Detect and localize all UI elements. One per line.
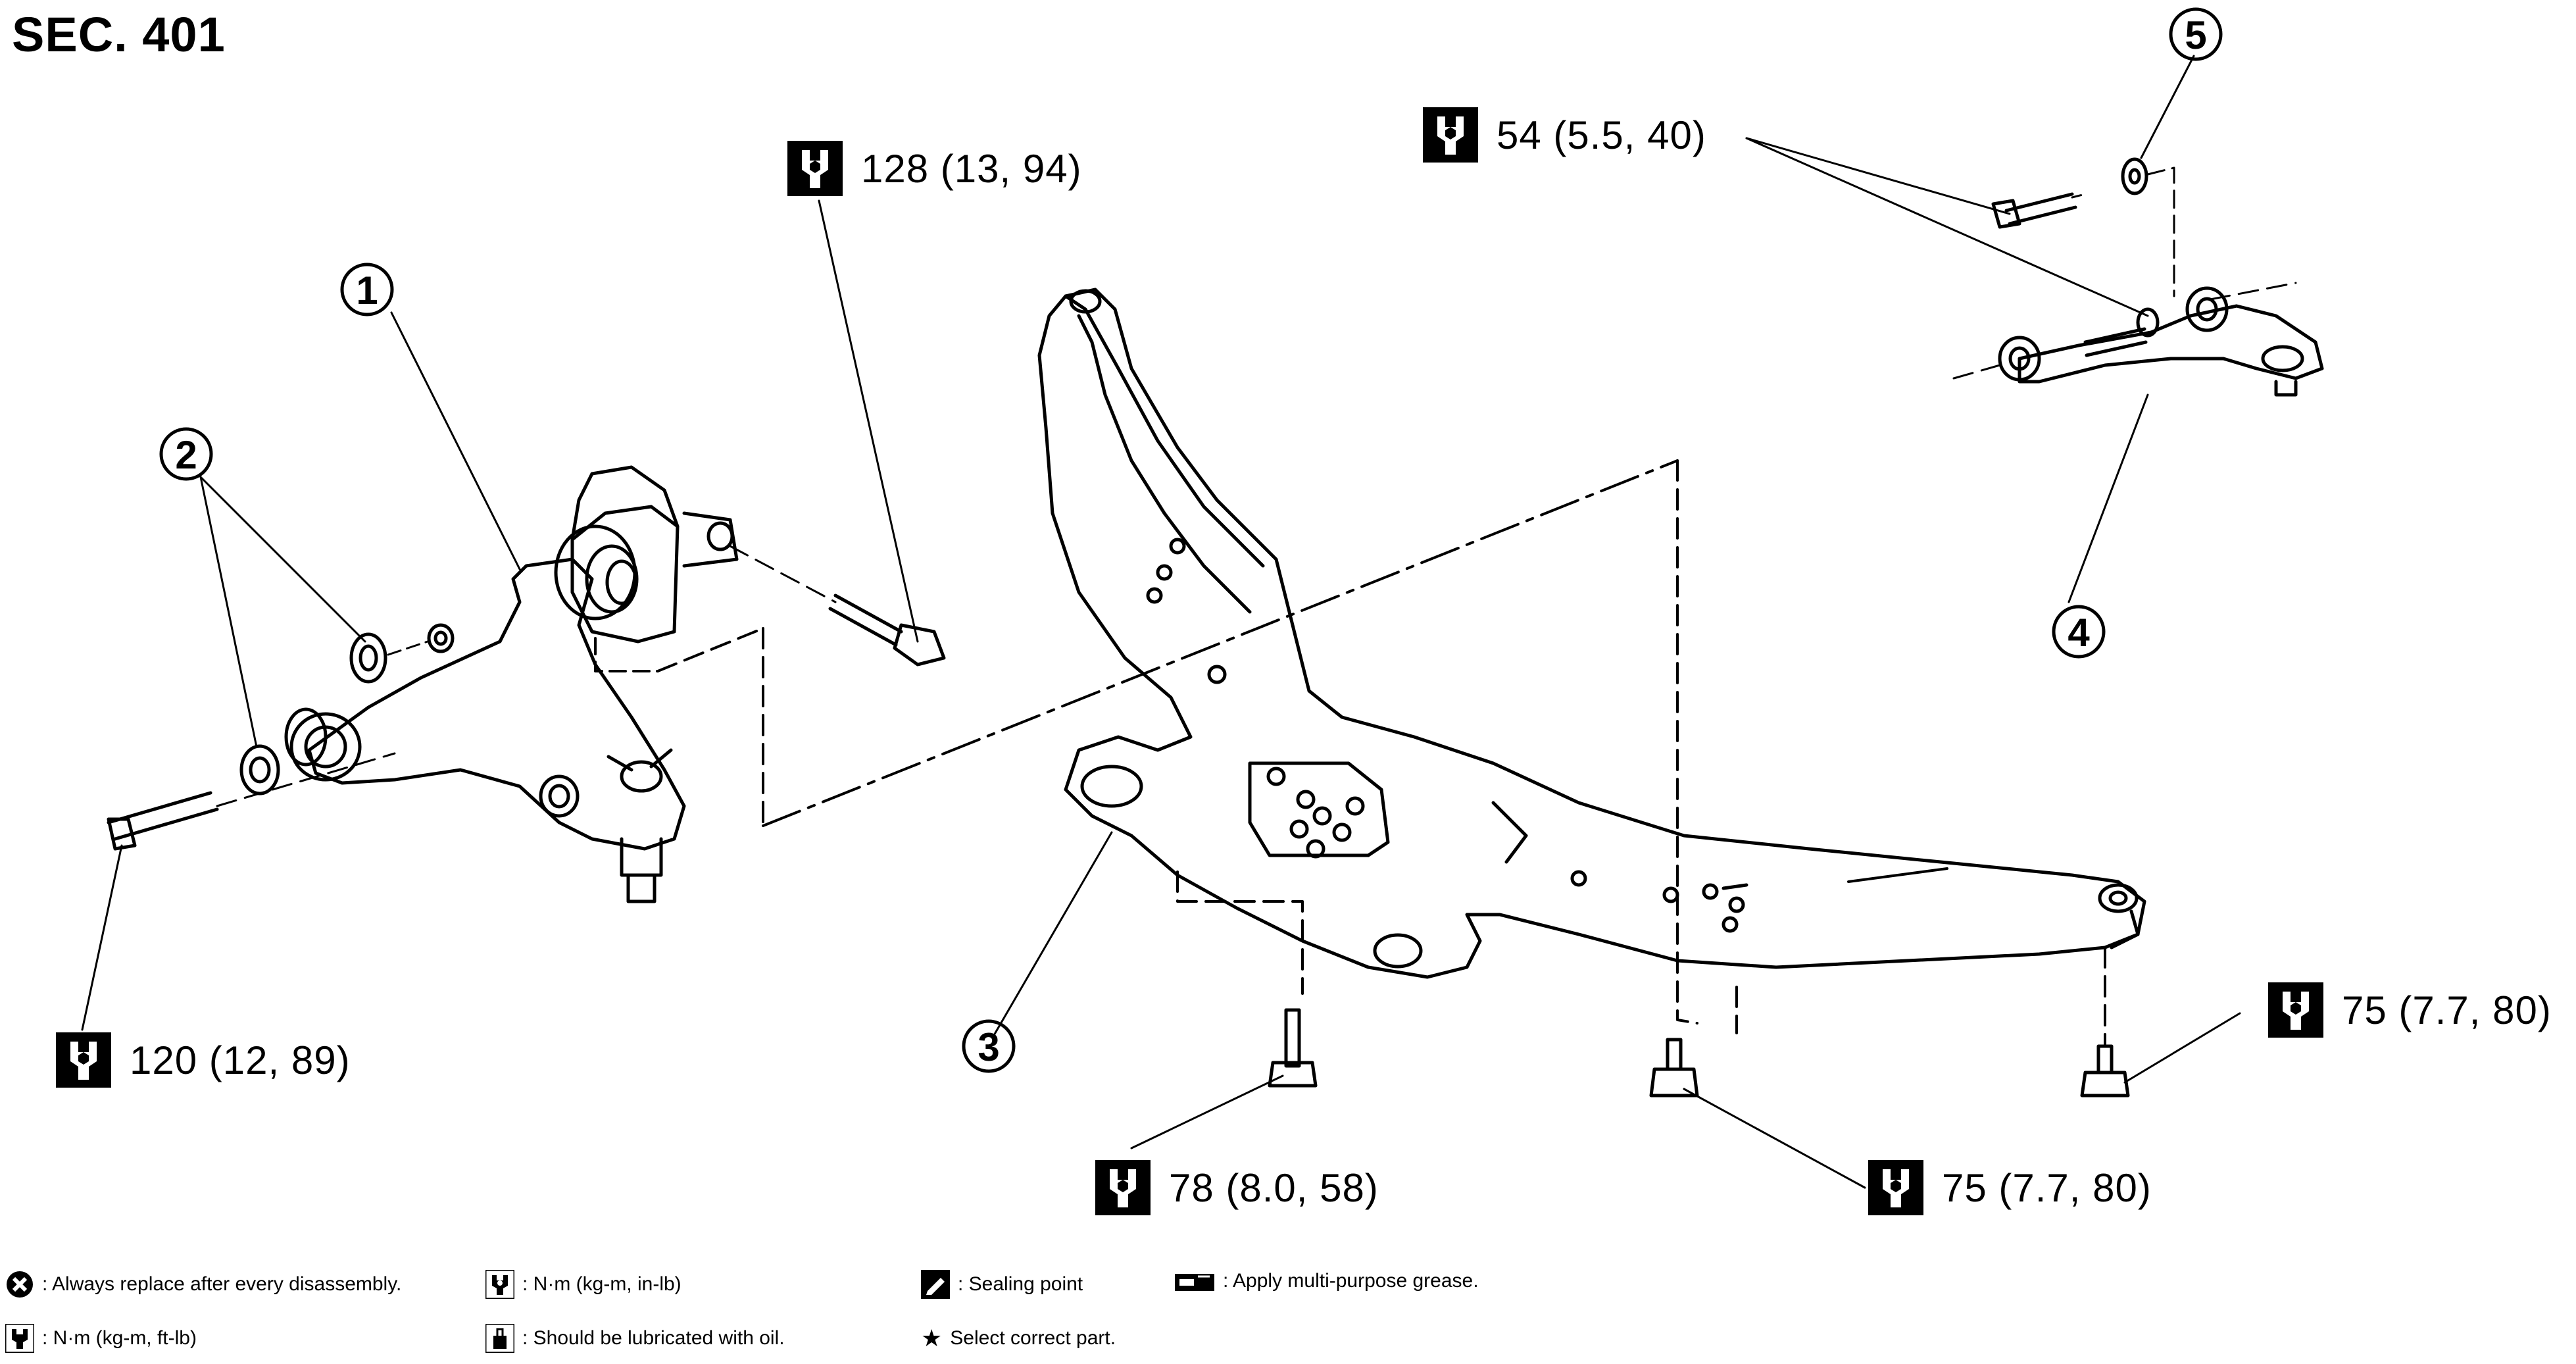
legend-nm-ftlb-text: : N·m (kg-m, ft-lb) (42, 1327, 197, 1349)
member-bolts (1268, 1008, 2130, 1098)
torque-value: 120 (12, 89) (130, 1038, 351, 1082)
oil-can-icon (485, 1324, 514, 1353)
legend-nm-inlb-text: : N·m (kg-m, in-lb) (522, 1273, 681, 1295)
legend-sealing: : Sealing point (921, 1270, 1083, 1299)
legend-oil-text: : Should be lubricated with oil. (522, 1327, 785, 1349)
legend-replace-text: : Always replace after every disassembly… (42, 1273, 402, 1295)
callout-2: 2 (175, 433, 197, 477)
torque-label-78: 78 (8.0, 58) (1095, 1160, 1379, 1215)
section-title: SEC. 401 (12, 7, 226, 62)
legend-replace: : Always replace after every disassembly… (5, 1270, 401, 1299)
grease-icon (1175, 1274, 1214, 1291)
callout-4: 4 (2068, 611, 2090, 655)
suspension-member (1037, 288, 2146, 1048)
legend-select-text: Select correct part. (950, 1327, 1116, 1349)
torque-label-120: 120 (12, 89) (56, 1032, 351, 1088)
rear-bolt (729, 545, 946, 667)
torque-wrench-icon (1868, 1160, 1923, 1215)
legend-nm-ftlb: : N·m (kg-m, ft-lb) (5, 1324, 197, 1353)
upper-link (1952, 157, 2324, 397)
replace-icon (7, 1271, 33, 1298)
front-bolt-washers (107, 623, 455, 851)
legend-grease-text: : Apply multi-purpose grease. (1223, 1270, 1479, 1292)
callout-circles (159, 7, 2223, 1073)
legend-grease: : Apply multi-purpose grease. (1174, 1270, 1479, 1292)
torque-wrench-icon (1095, 1160, 1151, 1215)
legend-oil: : Should be lubricated with oil. (485, 1324, 785, 1353)
callout-5: 5 (2185, 13, 2206, 57)
torque-label-128: 128 (13, 94) (787, 141, 1082, 196)
leader-lines (81, 55, 2241, 1189)
torque-wrench-icon (2268, 982, 2323, 1038)
lower-link (284, 465, 739, 903)
legend-sealing-text: : Sealing point (958, 1273, 1083, 1295)
legend-select: ★ Select correct part. (921, 1324, 1116, 1353)
callout-3: 3 (978, 1025, 999, 1069)
torque-value: 128 (13, 94) (861, 146, 1082, 191)
torque-wrench-inlb-icon (485, 1270, 514, 1299)
torque-wrench-icon (5, 1324, 34, 1353)
torque-wrench-icon (1423, 107, 1478, 163)
sealing-point-icon (921, 1270, 950, 1299)
torque-value: 54 (5.5, 40) (1497, 113, 1706, 157)
torque-wrench-icon (787, 141, 843, 196)
legend-nm-inlb: : N·m (kg-m, in-lb) (485, 1270, 681, 1299)
callout-1: 1 (356, 268, 378, 313)
torque-label-75-right: 75 (7.7, 80) (2268, 982, 2552, 1038)
torque-label-75-center: 75 (7.7, 80) (1868, 1160, 2152, 1215)
star-icon: ★ (921, 1325, 943, 1351)
torque-value: 75 (7.7, 80) (1942, 1165, 2152, 1210)
torque-value: 78 (8.0, 58) (1169, 1165, 1379, 1210)
torque-wrench-icon (56, 1032, 111, 1088)
torque-label-54: 54 (5.5, 40) (1423, 107, 1706, 163)
torque-value: 75 (7.7, 80) (2342, 988, 2552, 1032)
alignment-line (762, 459, 1679, 827)
